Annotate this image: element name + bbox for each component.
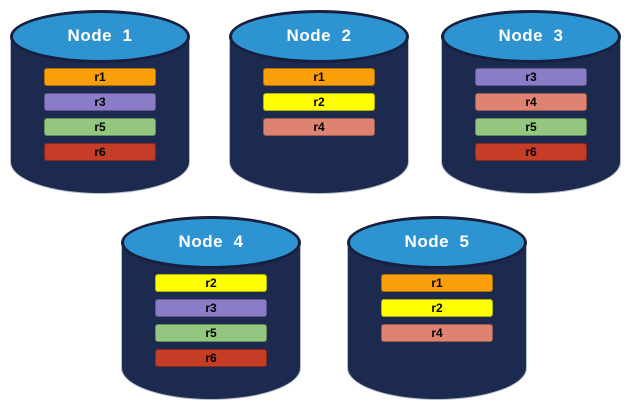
cylinder-top: Node 2: [229, 10, 409, 63]
node-cylinder-2: Node 2 r1 r2 r4: [229, 10, 409, 194]
node-3-replica-bar-r4: r4: [475, 93, 587, 111]
cylinder-top: Node 3: [441, 10, 621, 63]
node-cylinder-1: Node 1 r1 r3 r5 r6: [10, 10, 190, 194]
node-4-replica-bar-r5: r5: [155, 324, 267, 342]
node-title-4: Node 4: [178, 231, 244, 251]
node-1-replica-bar-r3: r3: [44, 93, 156, 111]
node-1-replica-bar-r5: r5: [44, 118, 156, 136]
cylinder-top: Node 4: [121, 216, 301, 269]
node-cylinder-5: Node 5 r1 r2 r4: [347, 216, 527, 400]
node-5-replica-list: r1 r2 r4: [347, 274, 527, 342]
node-cylinder-4: Node 4 r2 r3 r5 r6: [121, 216, 301, 400]
cylinder-top: Node 1: [10, 10, 190, 63]
node-1-replica-list: r1 r3 r5 r6: [10, 68, 190, 161]
node-2-replica-bar-r2: r2: [263, 93, 375, 111]
node-title-1: Node 1: [67, 25, 133, 45]
node-title-3: Node 3: [498, 25, 564, 45]
node-1-replica-bar-r6: r6: [44, 143, 156, 161]
node-5-replica-bar-r1: r1: [381, 274, 493, 292]
node-title-5: Node 5: [404, 231, 470, 251]
node-3-replica-bar-r6: r6: [475, 143, 587, 161]
cylinder-top: Node 5: [347, 216, 527, 269]
node-2-replica-list: r1 r2 r4: [229, 68, 409, 136]
node-2-replica-bar-r1: r1: [263, 68, 375, 86]
node-4-replica-bar-r6: r6: [155, 349, 267, 367]
node-5-replica-bar-r4: r4: [381, 324, 493, 342]
node-cylinder-3: Node 3 r3 r4 r5 r6: [441, 10, 621, 194]
node-4-replica-bar-r2: r2: [155, 274, 267, 292]
node-1-replica-bar-r1: r1: [44, 68, 156, 86]
node-4-replica-bar-r3: r3: [155, 299, 267, 317]
node-3-replica-list: r3 r4 r5 r6: [441, 68, 621, 161]
node-4-replica-list: r2 r3 r5 r6: [121, 274, 301, 367]
node-2-replica-bar-r4: r4: [263, 118, 375, 136]
node-5-replica-bar-r2: r2: [381, 299, 493, 317]
node-3-replica-bar-r3: r3: [475, 68, 587, 86]
node-3-replica-bar-r5: r5: [475, 118, 587, 136]
node-title-2: Node 2: [286, 25, 352, 45]
